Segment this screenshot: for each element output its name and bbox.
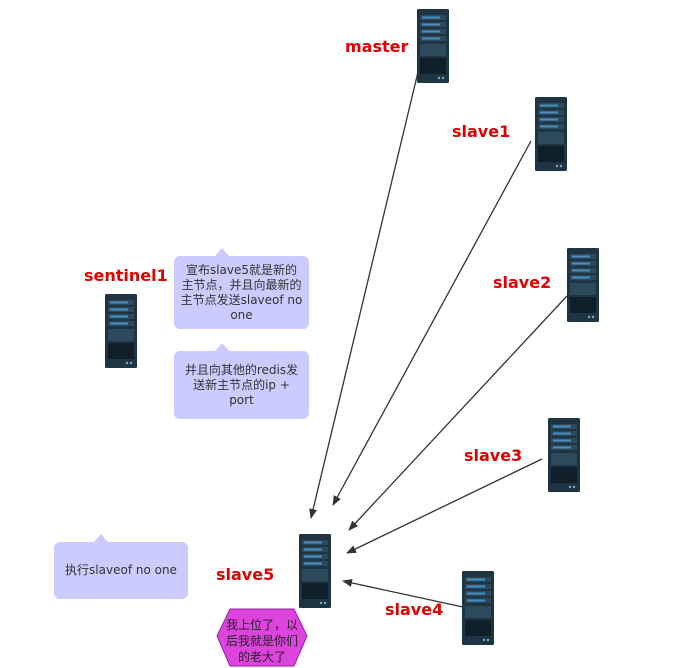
notify-text: 并且向其他的redis发送新主节点的ip + port — [184, 362, 299, 407]
announce-text: 宣布slave5就是新的主节点，并且向最新的主节点发送slaveof no on… — [180, 262, 303, 322]
slave3-server-icon — [548, 418, 580, 492]
sentinel1-label: sentinel1 — [84, 266, 168, 285]
arrow-slave3-to-slave5 — [346, 458, 543, 554]
notify-callout: 并且向其他的redis发送新主节点的ip + port — [174, 343, 309, 419]
slave1-server-icon — [535, 97, 567, 171]
arrow-master-to-slave5 — [309, 71, 419, 519]
new-master-text: 我上位了，以后我就是你们的老大了 — [225, 618, 298, 664]
exec-callout: 执行slaveof no one — [54, 534, 188, 599]
slave5-label: slave5 — [216, 565, 275, 584]
slave4-label: slave4 — [385, 600, 444, 619]
exec-text: 执行slaveof no one — [65, 563, 177, 577]
arrow-slave4-to-slave5 — [342, 578, 464, 608]
master-label: master — [345, 37, 409, 56]
new-master-hexagon: 我上位了，以后我就是你们的老大了 — [216, 608, 308, 667]
sentinel1-server-icon — [105, 294, 137, 368]
arrow-slave2-to-slave5 — [348, 295, 568, 531]
slave4-server-icon — [462, 571, 494, 645]
slave3-label: slave3 — [464, 446, 523, 465]
slave2-server-icon — [567, 248, 599, 322]
slave5-server-icon — [299, 534, 331, 608]
slave1-label: slave1 — [452, 122, 511, 141]
master-server-icon — [417, 9, 449, 83]
announce-callout: 宣布slave5就是新的主节点，并且向最新的主节点发送slaveof no on… — [174, 248, 309, 329]
arrow-slave1-to-slave5 — [332, 140, 532, 506]
slave2-label: slave2 — [493, 273, 552, 292]
